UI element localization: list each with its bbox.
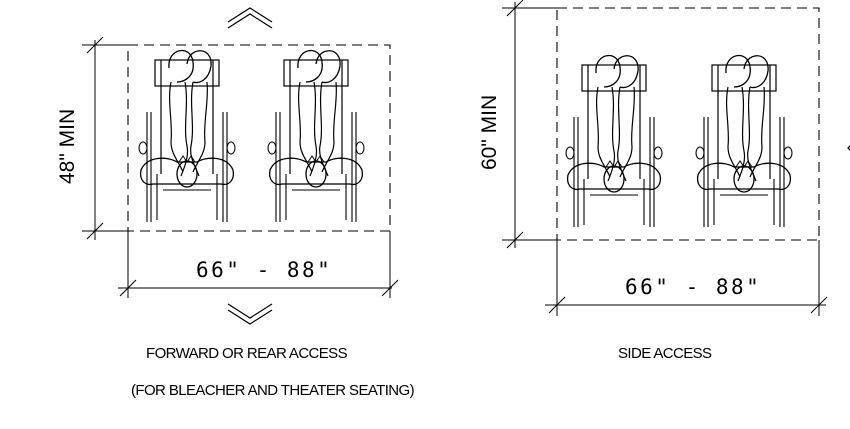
right-space-boundary [556, 7, 820, 241]
wheelchair-occupant-icon [138, 49, 236, 223]
right-width-dimension-label: 66" - 88" [625, 275, 762, 299]
wheelchair-occupant-icon [565, 54, 663, 228]
wheelchair-occupant-icon [695, 54, 793, 228]
left-width-dimension-label: 66" - 88" [196, 258, 333, 282]
left-space-boundary [127, 44, 391, 232]
access-direction-chevron-side-icon [847, 145, 850, 151]
access-direction-chevron-bottom-icon [227, 303, 273, 325]
left-depth-dimension-label: 48" MIN [56, 108, 79, 184]
right-depth-dimension-label: 60" MIN [478, 94, 501, 170]
left-caption-line1: FORWARD OR REAR ACCESS [146, 345, 348, 362]
right-caption-line1: SIDE ACCESS [618, 345, 712, 362]
access-direction-chevron-top-icon [227, 7, 273, 29]
wheelchair-occupant-icon [267, 49, 365, 223]
left-caption-line2: (FOR BLEACHER AND THEATER SEATING) [131, 382, 415, 399]
